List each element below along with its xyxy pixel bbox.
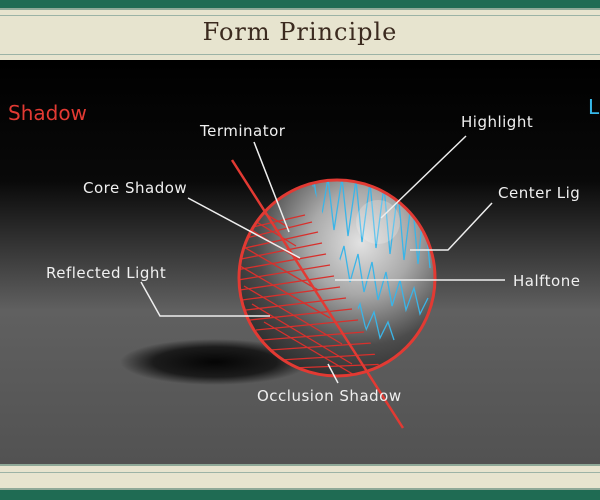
shadow-side-label: Shadow (8, 101, 87, 125)
core-shadow-label: Core Shadow (83, 179, 187, 197)
terminator-label: Terminator (199, 122, 286, 140)
center-light-label: Center Lig (498, 184, 580, 202)
occlusion-leader (327, 363, 339, 384)
cast-shadow (120, 339, 310, 385)
terminator-leader (253, 141, 290, 233)
reflected-light-label: Reflected Light (46, 264, 166, 282)
occlusion-shadow-label: Occlusion Shadow (257, 387, 402, 405)
sphere-outline (237, 178, 437, 378)
highlight-leader (380, 135, 467, 219)
highlight-label: Highlight (461, 113, 533, 131)
core-shadow-leader (187, 197, 301, 259)
terminator-line (230, 159, 405, 429)
center-light-leader (410, 202, 493, 251)
page-title: Form Principle (202, 18, 398, 46)
light-side-label: Li (588, 95, 600, 119)
title-banner (0, 8, 600, 62)
bottom-banner (0, 464, 600, 490)
reflected-light-leader (140, 281, 270, 317)
halftone-label: Halftone (513, 272, 580, 290)
